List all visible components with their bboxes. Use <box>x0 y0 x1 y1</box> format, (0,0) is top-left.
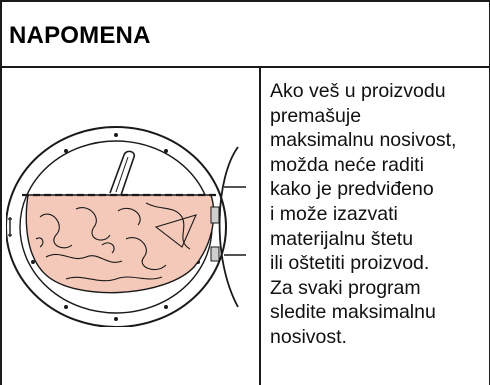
notice-line: možda neće raditi <box>270 153 424 176</box>
drum-outer-circle <box>6 126 227 327</box>
column-divider <box>259 66 261 385</box>
header-divider <box>0 66 490 68</box>
notice-line: Za svaki program <box>270 276 421 299</box>
notice-heading: NAPOMENA <box>9 22 151 49</box>
notice-line: materijalnu štetu <box>270 227 414 250</box>
notice-line: ili oštetiti proizvod. <box>270 252 430 275</box>
notice-line: premašuje <box>270 104 362 127</box>
top-border <box>0 0 490 2</box>
notice-line: sledite maksimalnu <box>270 301 436 324</box>
door-outline <box>218 146 239 308</box>
laundry-folds <box>35 202 197 282</box>
door-latch <box>210 206 220 224</box>
laundry-pile <box>25 194 215 294</box>
right-border <box>488 0 490 385</box>
notice-body: Ako veš u proizvodu premašuje maksimalnu… <box>270 79 485 350</box>
notice-line: kako je predviđeno <box>270 178 434 201</box>
notice-line: Ako veš u proizvodu <box>270 80 446 102</box>
left-border <box>0 0 2 385</box>
notice-line: nosivost. <box>270 325 347 348</box>
notice-line: i može izazvati <box>270 202 398 225</box>
dryer-drum-overload-icon <box>6 126 246 327</box>
notice-line: maksimalnu nosivost, <box>270 129 457 152</box>
